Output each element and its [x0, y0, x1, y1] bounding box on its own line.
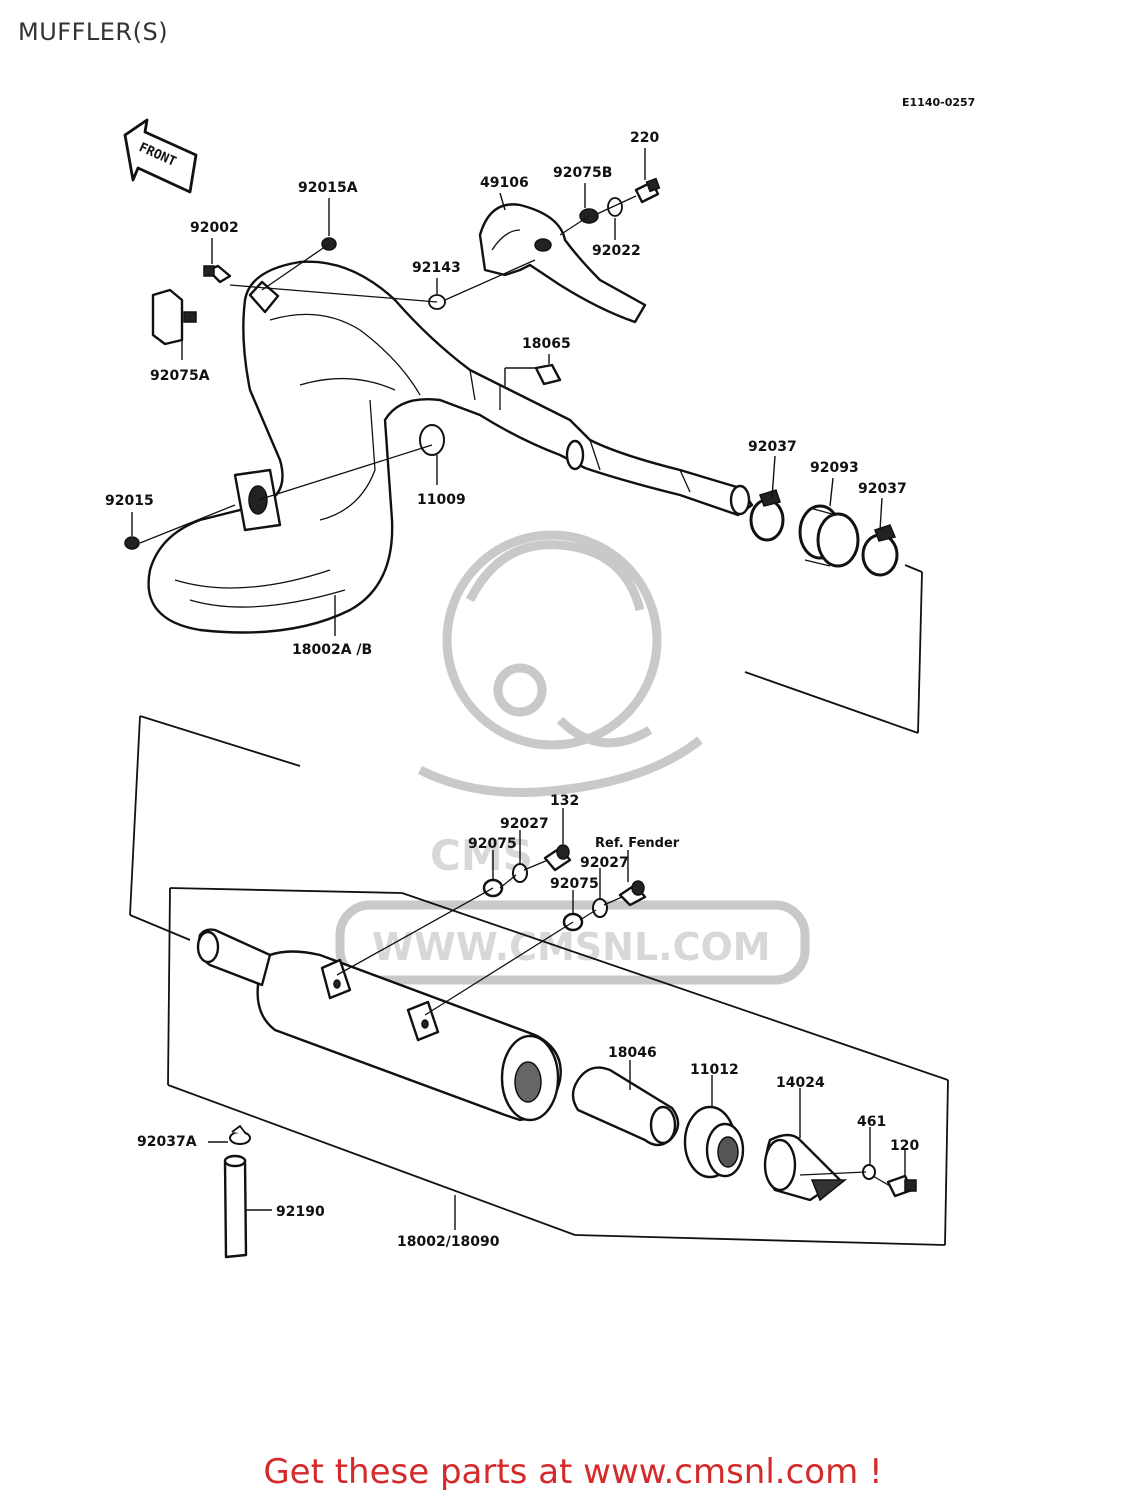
- part-label-11009: 11009: [417, 492, 466, 508]
- exploded-parts-diagram: CMS WWW.CMSNL.COM E1140-0257 FRONT: [105, 96, 975, 1259]
- bolt-92002-icon: [203, 264, 232, 284]
- damper-18065-icon: [534, 363, 562, 386]
- part-label-92037-left: 92037: [748, 439, 797, 455]
- part-label-92143: 92143: [412, 260, 461, 276]
- bolt-ref-fender-icon: [618, 880, 647, 907]
- ref-fender-note: Ref. Fender: [595, 836, 680, 851]
- leader-lines-lower: [208, 808, 906, 1230]
- rubber-mount-92075A-icon: [151, 288, 197, 346]
- clamp-92037-left-icon: [749, 489, 785, 542]
- part-label-92015A: 92015A: [298, 180, 358, 196]
- part-label-92190: 92190: [276, 1204, 325, 1220]
- front-arrow-icon: FRONT: [123, 118, 198, 194]
- spark-arrester-14024-icon: [763, 1133, 848, 1202]
- nut-92015-icon: [124, 536, 140, 550]
- part-label-18046: 18046: [608, 1045, 657, 1061]
- collar-92027-left-icon: [512, 863, 528, 883]
- inner-baffle-18046-icon: [571, 1066, 680, 1147]
- part-label-92093: 92093: [810, 460, 859, 476]
- part-label-132: 132: [550, 793, 579, 809]
- bolt-220-icon: [634, 177, 661, 204]
- part-label-220: 220: [630, 130, 659, 146]
- part-label-92075-left: 92075: [468, 836, 517, 852]
- cta-link[interactable]: Get these parts at www.cmsnl.com !: [263, 1452, 883, 1492]
- part-label-92022: 92022: [592, 243, 641, 259]
- bolt-132-icon: [543, 844, 572, 872]
- part-label-92002: 92002: [190, 220, 239, 236]
- end-cap-flange-11012-icon: [683, 1105, 745, 1179]
- part-label-120: 120: [890, 1138, 919, 1154]
- bolt-120-icon: [886, 1174, 917, 1198]
- clamp-92037-right-icon: [861, 524, 899, 577]
- part-label-18002-18090: 18002/18090: [397, 1234, 500, 1250]
- watermark-url: WWW.CMSNL.COM: [372, 925, 771, 969]
- part-label-11012: 11012: [690, 1062, 739, 1078]
- collar-92027-right-icon: [592, 898, 608, 918]
- part-label-18002AB: 18002A /B: [292, 642, 372, 658]
- expansion-chamber: [147, 260, 754, 634]
- coupling-92093-icon: [798, 504, 860, 568]
- part-label-49106: 49106: [480, 175, 529, 191]
- part-label-461: 461: [857, 1114, 886, 1130]
- part-label-92027-left: 92027: [500, 816, 549, 832]
- part-label-92027-right: 92027: [580, 855, 629, 871]
- part-label-92075A: 92075A: [150, 368, 210, 384]
- part-label-92075-right: 92075: [550, 876, 599, 892]
- part-label-18065: 18065: [522, 336, 571, 352]
- clip-92037A-icon: [229, 1125, 251, 1145]
- part-label-92015: 92015: [105, 493, 154, 509]
- assembly-box-outline: [129, 715, 949, 1246]
- diagram-code: E1140-0257: [902, 96, 975, 109]
- part-label-92037-right: 92037: [858, 481, 907, 497]
- gasket-11009-icon: [419, 424, 445, 456]
- leader-lines-upper: [131, 148, 923, 734]
- washer-92022-icon: [607, 197, 623, 217]
- drain-tube-92190-icon: [223, 1154, 248, 1259]
- page-title: MUFFLER(S): [18, 18, 169, 46]
- part-label-92075B: 92075B: [553, 165, 612, 181]
- silencer-body: [196, 928, 562, 1122]
- heat-guard-bracket: [478, 203, 647, 324]
- part-label-92037A: 92037A: [137, 1134, 197, 1150]
- part-label-14024: 14024: [776, 1075, 825, 1091]
